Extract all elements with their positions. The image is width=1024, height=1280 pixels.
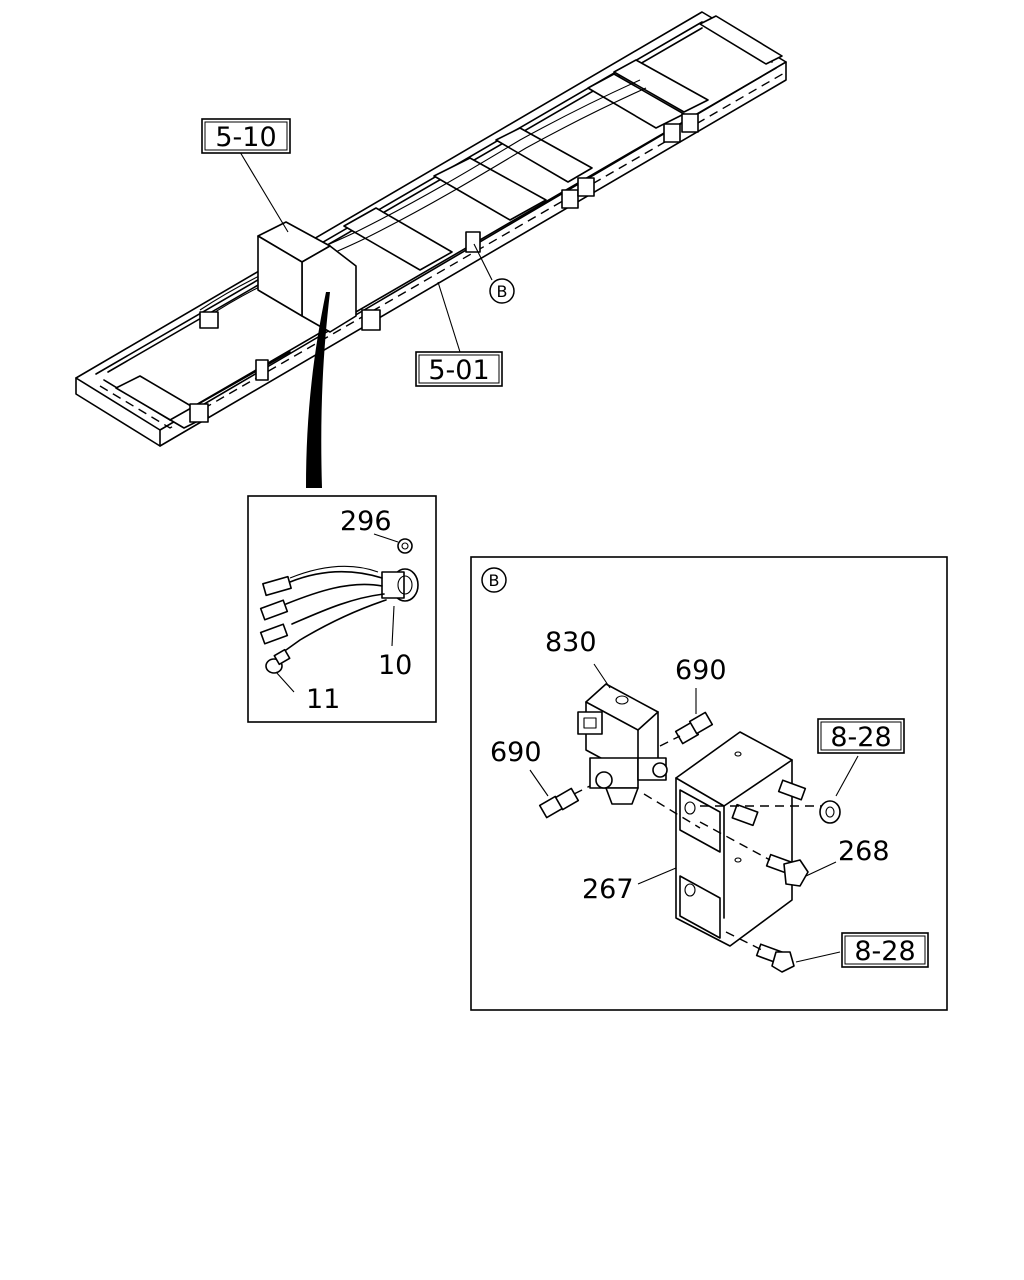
bolt-268 — [765, 853, 809, 887]
bolt-8-28-bottom — [755, 943, 795, 973]
harness-connector — [381, 568, 419, 602]
detail-b-text: B — [489, 571, 500, 590]
bolt-11 — [265, 648, 291, 674]
fitting-690-right — [674, 711, 714, 745]
fitting-690-left — [538, 787, 580, 819]
callout-5-10: 5-10 — [201, 118, 291, 154]
callout-8-28-top: 8-28 — [817, 718, 905, 754]
harness-terminals — [259, 575, 292, 645]
label-10: 10 — [378, 650, 412, 681]
circle-b-text: B — [497, 282, 508, 301]
callout-5-01: 5-01 — [415, 351, 503, 387]
label-267: 267 — [582, 874, 634, 905]
leader-5-01 — [437, 281, 461, 353]
callout-8-28-bottom: 8-28 — [841, 932, 929, 968]
label-268: 268 — [838, 836, 890, 867]
label-11: 11 — [306, 684, 340, 715]
harness-wires — [285, 565, 387, 651]
label-690-left: 690 — [490, 737, 542, 768]
nut-296 — [397, 538, 413, 554]
detail-b-circle — [481, 567, 507, 593]
detail-b-panel: B — [470, 556, 948, 1011]
solenoid-valve-830 — [577, 683, 668, 805]
label-690-right: 690 — [675, 655, 727, 686]
frame-band — [257, 221, 357, 333]
circle-b-marker: B — [489, 278, 515, 304]
leader-5-10 — [239, 151, 289, 233]
detail-pointer — [306, 292, 330, 488]
label-296: 296 — [340, 506, 392, 537]
label-830: 830 — [545, 627, 597, 658]
callout-8-28-top-text: 8-28 — [830, 722, 891, 753]
leader-b — [473, 243, 493, 281]
frame-brackets — [189, 113, 699, 423]
callout-8-28-bottom-text: 8-28 — [854, 936, 915, 967]
stud-bolt-top — [731, 779, 807, 827]
callout-5-10-text: 5-10 — [215, 122, 276, 153]
callout-5-01-text: 5-01 — [428, 355, 489, 386]
bracket-267 — [675, 731, 793, 947]
nut-8-28-top — [819, 800, 841, 824]
detail-harness-panel: 296 10 11 — [247, 495, 437, 723]
chassis-frame — [75, 11, 787, 447]
